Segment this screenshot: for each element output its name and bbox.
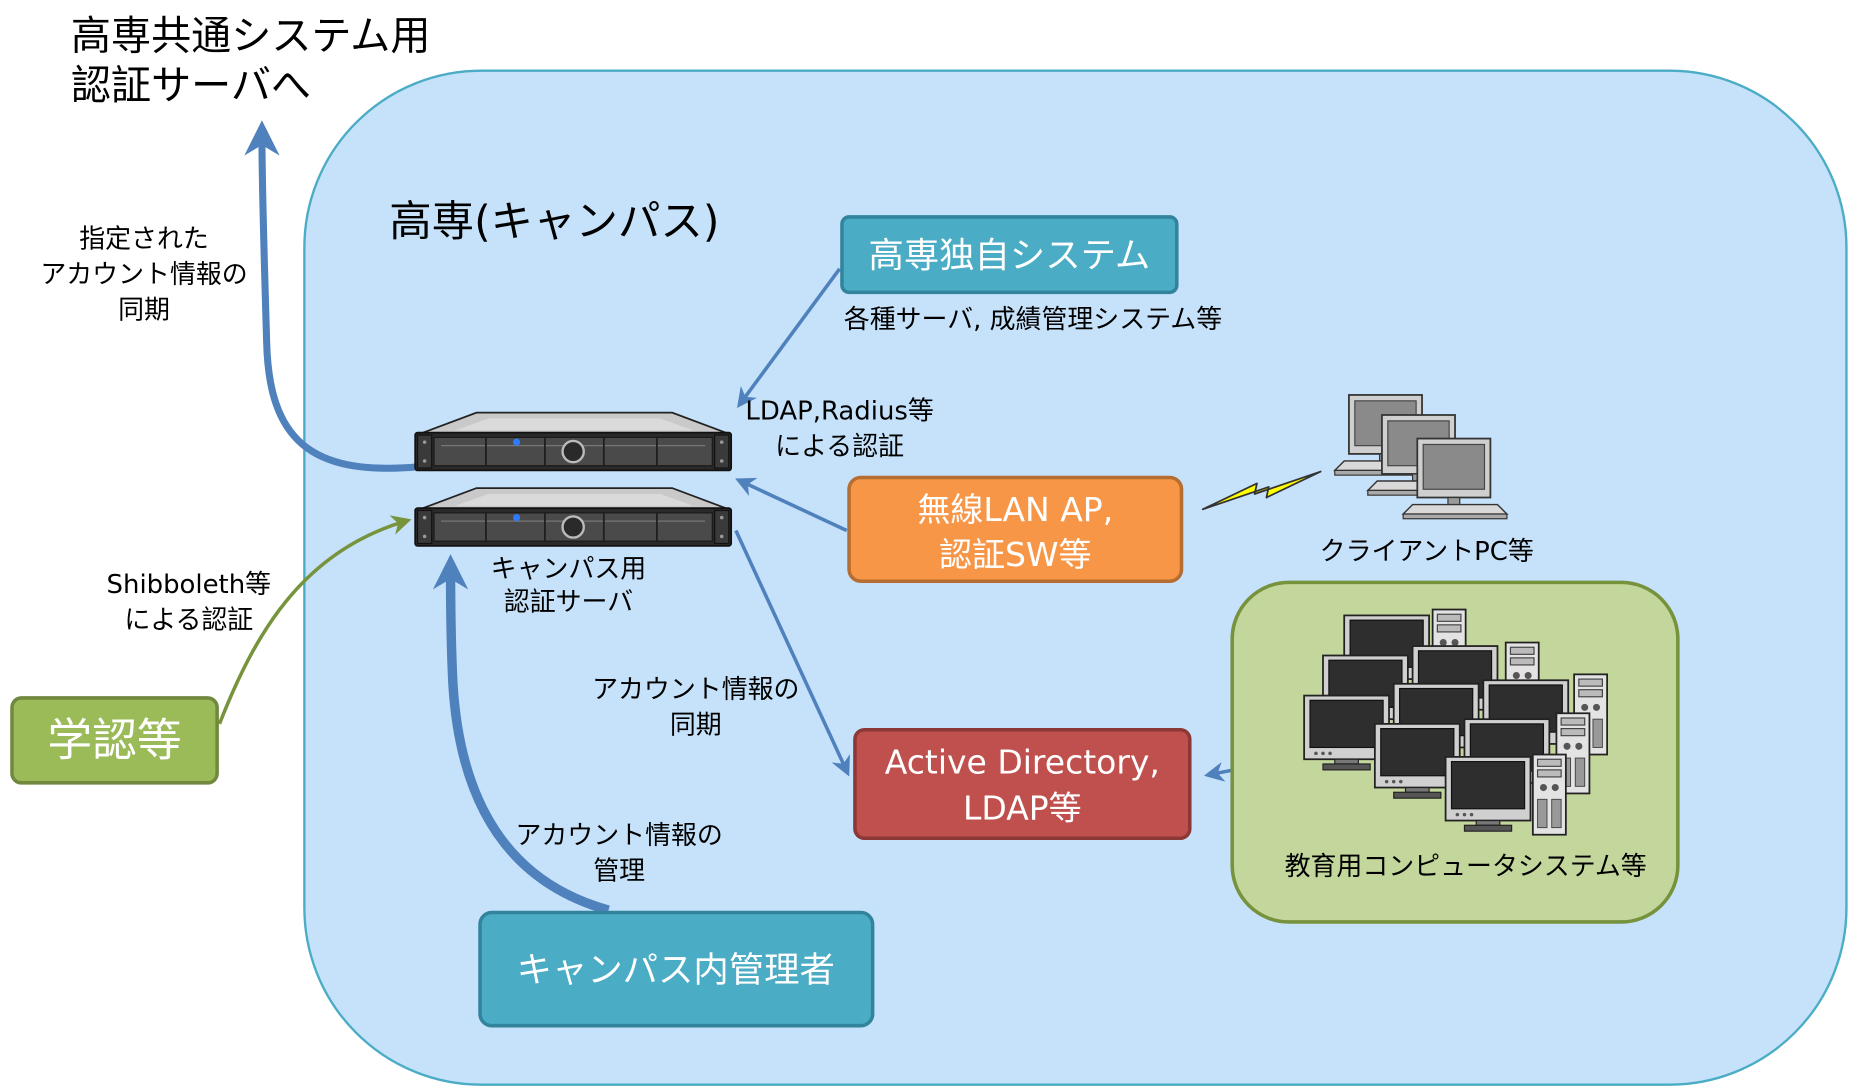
desktop-monitor-icon (1444, 756, 1532, 833)
arrow-server-to-directory (734, 529, 850, 777)
directory-sync-label-line-2: 同期 (670, 710, 722, 740)
gakunin-box (10, 696, 219, 785)
directory-sync-label-line-1: アカウント情報の (592, 675, 799, 705)
directory-box (853, 728, 1192, 841)
directory-label-line-1: Active Directory, (885, 742, 1160, 781)
auth-server-caption-line-1: キャンパス用 (491, 555, 647, 585)
shibboleth-label-line-2: による認証 (124, 605, 253, 635)
arrow-wireless-to-server (735, 477, 848, 533)
gakunin-label: 学認等 (47, 714, 181, 767)
upstream-sync-label-line-3: 同期 (118, 295, 170, 325)
campus-admin-box (478, 910, 875, 1028)
kosen-system-box (840, 215, 1179, 295)
arrow-upstream-sync (244, 120, 418, 472)
kosen-system-label: 高専独自システム (868, 236, 1150, 277)
ldap-radius-label-line-2: による認証 (775, 432, 904, 462)
edu-system-caption: 教育用コンピュータシステム等 (1285, 852, 1647, 882)
upstream-sync-label-line-2: アカウント情報の (40, 260, 247, 290)
upstream-sync-label-line-1: 指定された (79, 225, 209, 255)
wireless-box (847, 475, 1184, 583)
arrow-shibboleth (217, 515, 412, 725)
campus-label: 高専(キャンパス) (389, 198, 719, 247)
account-management-label-line-2: 管理 (593, 857, 645, 887)
ldap-radius-label-line-1: LDAP,Radius等 (745, 397, 933, 427)
shibboleth-label-line-1: Shibboleth等 (107, 570, 272, 600)
auth-server-caption-line-2: 認証サーバ (504, 588, 633, 618)
tower-pc-icon (1531, 753, 1567, 836)
directory-label-line-2: LDAP等 (963, 788, 1082, 827)
upstream-target-title-line-1: 高専共通システム用 (71, 14, 431, 60)
campus-admin-label: キャンパス内管理者 (517, 950, 835, 991)
wireless-label-line-2: 認証SW等 (939, 535, 1092, 574)
arrow-kosen-system-to-server (737, 267, 842, 409)
upstream-target-title-line-2: 認証サーバへ (71, 63, 311, 109)
clients-caption: クライアントPC等 (1320, 537, 1534, 567)
lightning-icon (1201, 470, 1322, 511)
arrow-admin-management (432, 554, 610, 915)
account-management-label-line-1: アカウント情報の (515, 821, 722, 851)
kosen-system-caption: 各種サーバ, 成績管理システム等 (844, 305, 1222, 335)
wireless-label-line-1: 無線LAN AP, (917, 490, 1113, 529)
